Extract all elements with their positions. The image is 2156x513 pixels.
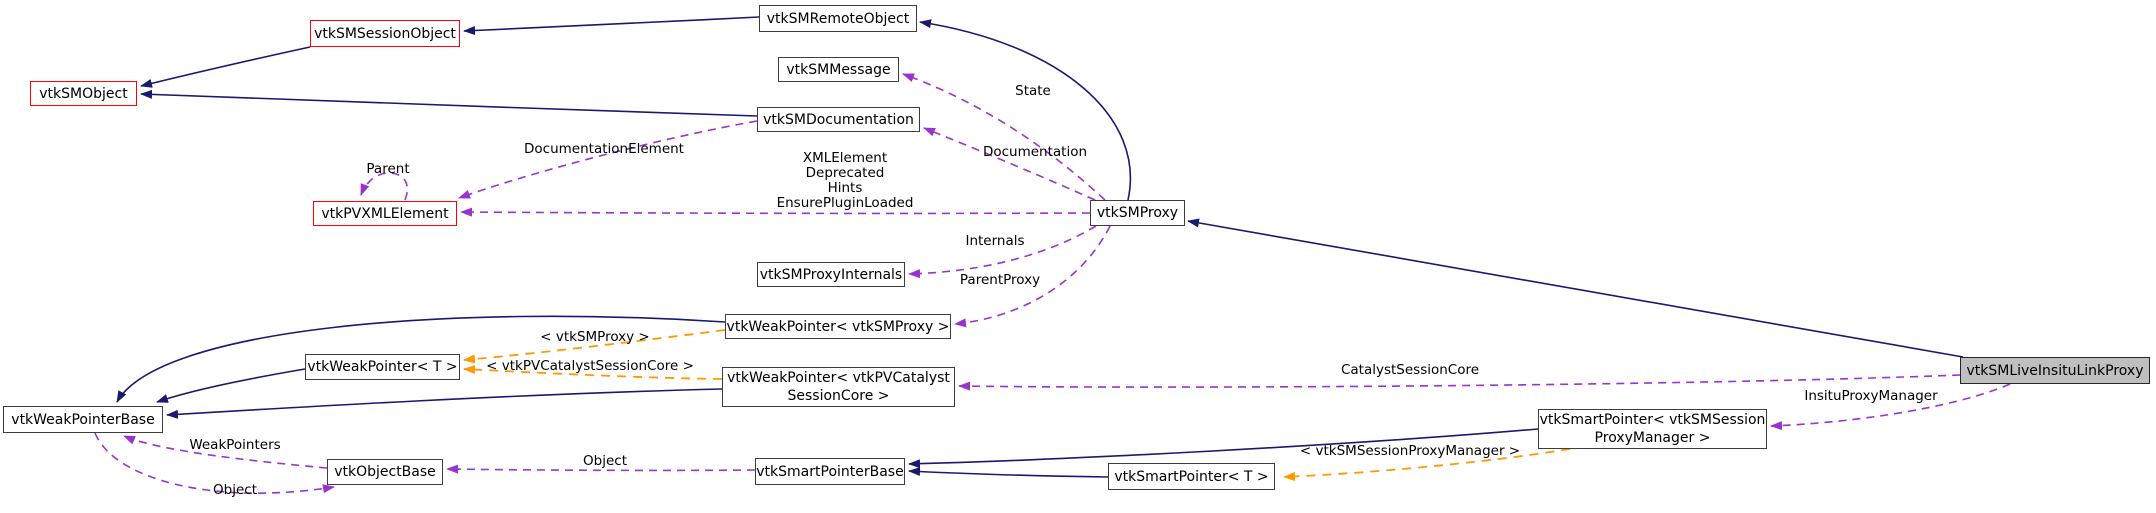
node-vtkObjectBase[interactable]: vtkObjectBase [327, 459, 443, 485]
node-vtkSMObject[interactable]: vtkSMObject [30, 81, 137, 106]
node-vtkSMProxy[interactable]: vtkSMProxy [1090, 200, 1185, 226]
node-vtkSMProxyInternals[interactable]: vtkSMProxyInternals [757, 262, 905, 287]
edge-template-smartptr-spm [1283, 448, 1571, 482]
edge-label-template-catalyst: < vtkPVCatalystSessionCore > [486, 358, 694, 374]
edge-object-weakbase [94, 432, 335, 494]
edge-label-line: EnsurePluginLoaded [776, 195, 914, 211]
node-label-line: vtkWeakPointer< vtkPVCatalyst [727, 370, 950, 386]
edge-weakptr-t-base [156, 368, 306, 403]
node-label-line: ProxyManager > [1594, 430, 1711, 446]
node-vtkWeakPointer-T[interactable]: vtkWeakPointer< T > [305, 354, 460, 380]
edge-template-weakptr-smproxy [463, 329, 726, 364]
edge-label-parentproxy: ParentProxy [959, 272, 1041, 288]
edge-label-object-smart: Object [583, 453, 627, 469]
node-vtkSmartPointer-T[interactable]: vtkSmartPointer< T > [1108, 463, 1275, 490]
edge-label-weakpointers: WeakPointers [189, 437, 281, 453]
edge-smartptr-spm-base [908, 428, 1539, 469]
edge-label-catalystsessioncore: CatalystSessionCore [1340, 362, 1480, 378]
node-vtkPVXMLElement[interactable]: vtkPVXMLElement [313, 201, 457, 226]
edge-label-state: State [1015, 83, 1051, 99]
node-vtkWeakPointer-vtkSMProxy[interactable]: vtkWeakPointer< vtkSMProxy > [725, 314, 951, 339]
node-vtkWeakPointerBase[interactable]: vtkWeakPointerBase [3, 406, 163, 433]
edge-label-template-spm: < vtkSMSessionProxyManager > [1299, 443, 1521, 459]
node-vtkSmartPointerBase[interactable]: vtkSmartPointerBase [755, 458, 905, 485]
usage-edges [94, 73, 2011, 494]
node-vtkSmartPointer-vtkSMSessionProxyManager[interactable]: vtkSmartPointer< vtkSMSession ProxyManag… [1538, 409, 1767, 449]
node-vtkSMMessage[interactable]: vtkSMMessage [778, 57, 899, 82]
edge-documentation-label [923, 127, 1096, 201]
node-label-line: vtkSmartPointer< vtkSMSession [1539, 412, 1766, 428]
edge-liveinsitu-smproxy [1187, 218, 1964, 358]
node-vtkSMDocumentation[interactable]: vtkSMDocumentation [757, 107, 920, 132]
edge-weakptr-catalyst-base [166, 388, 723, 419]
edge-label-template-vtksmproxy: < vtkSMProxy > [540, 329, 650, 345]
edge-insituproxymanager [1770, 383, 2011, 431]
edge-label-parent: Parent [366, 161, 410, 177]
node-label-line: SessionCore > [787, 388, 890, 404]
edge-weakpointers [123, 435, 328, 469]
edge-label-line: XMLElement [802, 150, 888, 166]
node-vtkSMSessionObject[interactable]: vtkSMSessionObject [310, 20, 460, 47]
edge-parentproxy [954, 225, 1111, 328]
inheritance-edges [116, 16, 1964, 478]
edge-remoteobject-sessionobject [463, 16, 760, 36]
node-vtkSMLiveInsituLinkProxy[interactable]: vtkSMLiveInsituLinkProxy [1960, 357, 2150, 384]
edge-documentationelement [458, 120, 758, 199]
edge-label-documentationelement: DocumentationElement [524, 141, 684, 157]
edge-smproxy-remoteobject [919, 19, 1132, 201]
edge-catalystsessioncore [958, 374, 1961, 391]
edge-label-insituproxymanager: InsituProxyManager [1804, 388, 1938, 404]
edge-label-xmlelement-block: XMLElement Deprecated Hints EnsurePlugin… [777, 151, 914, 211]
edge-xmlelement [460, 207, 1091, 217]
edge-label-line: Hints [827, 180, 863, 196]
edge-label-documentation: Documentation [982, 144, 1088, 160]
edge-object-smartbase [446, 464, 756, 474]
edge-label-internals: Internals [965, 233, 1025, 249]
template-edges [463, 329, 1571, 482]
edge-template-weakptr-catalyst [463, 365, 723, 380]
edge-parent-selfloop [360, 172, 409, 201]
edge-sessionobject-smobject [140, 46, 311, 88]
edge-label-line: Deprecated [805, 165, 885, 181]
edge-documentation-smobject [140, 89, 758, 117]
edge-smartptr-t-base [908, 467, 1109, 478]
node-vtkSMRemoteObject[interactable]: vtkSMRemoteObject [759, 5, 917, 32]
edge-weakptr-smproxy-base [116, 315, 726, 403]
edge-label-object-weak: Object [213, 482, 257, 498]
node-vtkWeakPointer-vtkPVCatalystSessionCore[interactable]: vtkWeakPointer< vtkPVCatalyst SessionCor… [722, 367, 955, 407]
edge-state [902, 73, 1106, 201]
edge-internals [908, 225, 1097, 279]
